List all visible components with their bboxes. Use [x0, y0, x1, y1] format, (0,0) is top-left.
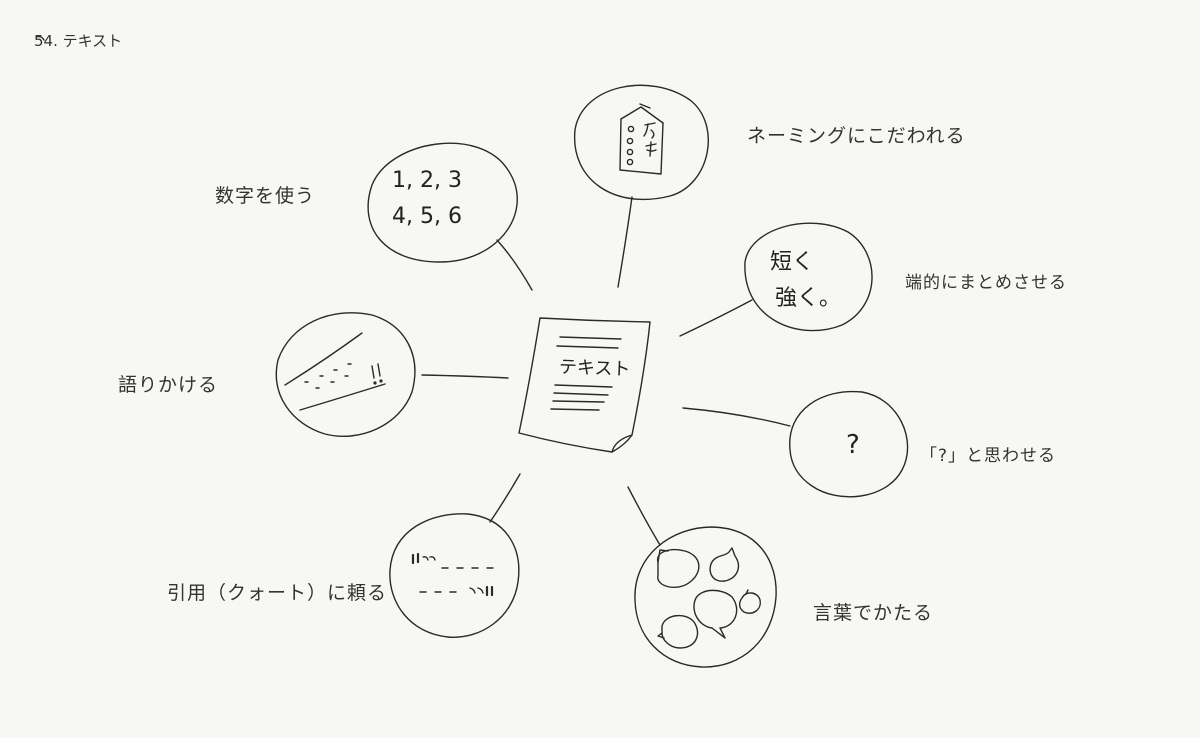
naming-circle — [574, 84, 709, 201]
name-plate-icon — [619, 103, 664, 175]
center-document-icon — [518, 317, 651, 453]
connector-lines — [421, 196, 791, 546]
quote-marks-icon — [411, 552, 494, 597]
quote-circle — [389, 513, 520, 638]
numbers-label: 数字を使う — [215, 185, 316, 207]
numbers-line-2: 4, 5, 6 — [392, 204, 462, 229]
short-label: 端的にまとめさせる — [905, 273, 1067, 293]
question-circle — [789, 390, 909, 498]
talk-circle — [275, 312, 416, 438]
numbers-circle — [367, 142, 518, 263]
center-label: テキスト — [558, 356, 631, 381]
title-stroke — [35, 35, 45, 41]
quote-label: 引用（クォート）に頼る — [167, 582, 388, 604]
page-title: 54. テキスト — [34, 32, 123, 50]
naming-label: ネーミングにこだわれる — [747, 125, 966, 147]
words-label: 言葉でかたる — [813, 602, 934, 624]
short-circle — [744, 222, 873, 332]
question-label: 「?」と思わせる — [920, 446, 1057, 466]
words-circle — [634, 526, 777, 668]
numbers-line-1: 1, 2, 3 — [392, 168, 462, 193]
speech-bubbles-icon — [656, 547, 761, 649]
handwriting-line-icon — [284, 332, 386, 411]
talk-label: 語りかける — [118, 374, 219, 396]
question-mark: ? — [846, 430, 860, 460]
short-line-2: 強く。 — [775, 286, 842, 311]
short-line-1: 短く — [770, 250, 815, 275]
